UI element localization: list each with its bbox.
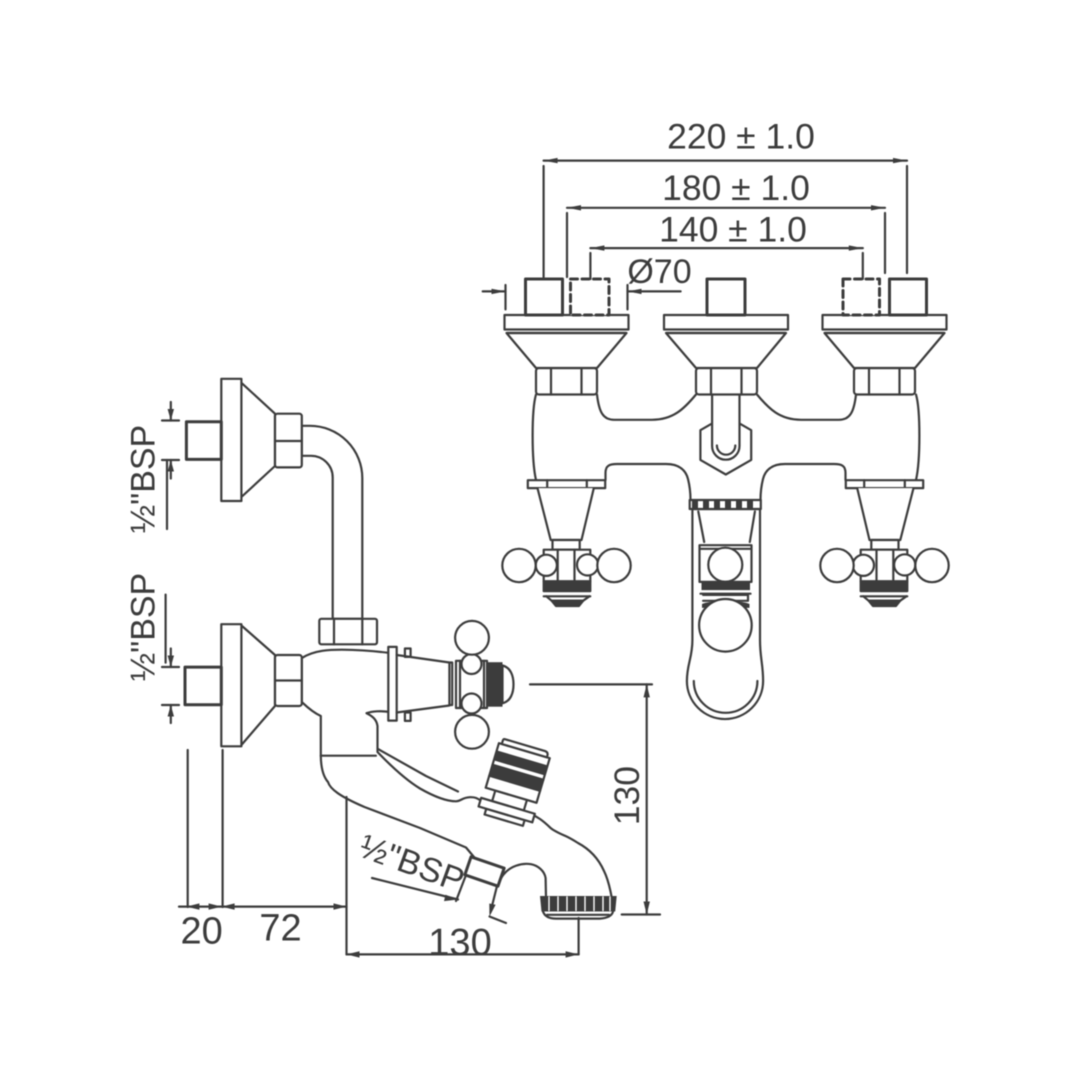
- svg-text:130: 130: [607, 766, 647, 825]
- svg-text:220 ± 1.0: 220 ± 1.0: [667, 117, 815, 157]
- svg-text:72: 72: [259, 908, 301, 950]
- svg-text:Ø70: Ø70: [627, 253, 691, 291]
- svg-text:130: 130: [428, 922, 491, 964]
- svg-text:140 ± 1.0: 140 ± 1.0: [659, 210, 807, 250]
- svg-text:20: 20: [180, 911, 222, 953]
- svg-text:½"BSP: ½"BSP: [125, 425, 163, 533]
- svg-text:180 ± 1.0: 180 ± 1.0: [662, 168, 810, 208]
- svg-text:½"BSP: ½"BSP: [125, 573, 163, 681]
